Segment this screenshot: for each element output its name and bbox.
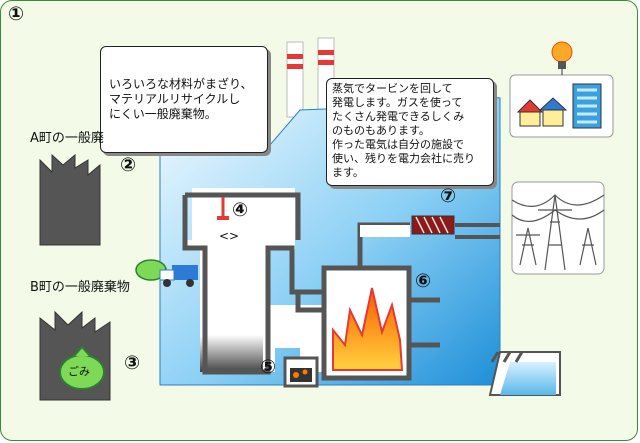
callout-line: マテリアルリサイクルし [109, 92, 241, 106]
callout-line: 作った電気は自分の施設で [332, 138, 464, 151]
garbage-truck-icon [135, 259, 198, 287]
callout-line: いろいろな材料がまざり、 [109, 77, 253, 91]
marker-2: ② [120, 154, 137, 176]
marker-7: ⑦ [440, 185, 457, 207]
turbine-icon [411, 215, 455, 235]
callout-line: たくさん発電できるしくみ [332, 110, 465, 123]
chimneys [286, 37, 335, 118]
callout-line: のものもあります。 [332, 124, 430, 137]
factory-icon [39, 153, 101, 246]
marker-3: ③ [124, 352, 141, 374]
step-marker: ① [8, 3, 25, 25]
svg-text:<>: <> [219, 229, 239, 243]
marker-5: ⑤ [260, 356, 277, 378]
pool-icon [488, 351, 561, 396]
callout-line: ます。 [332, 166, 364, 179]
power-tower-icon [511, 194, 605, 271]
fire-icon [332, 287, 404, 371]
callout-line: 蒸気でタービンを回して [332, 82, 453, 95]
callout-line: 使い、残りを電力会社に売り [332, 152, 475, 165]
callout-line: 発電します。ガスを使って [332, 96, 463, 109]
town-a-label: A町の一般廃 [30, 131, 104, 146]
garbage-bag-icon [59, 345, 105, 390]
callout-line: にくい一般廃棄物。 [109, 107, 217, 121]
town-panel [509, 41, 614, 138]
lightbulb-icon [551, 41, 573, 75]
marker-4: ④ [232, 199, 249, 221]
marker-6: ⑥ [415, 270, 432, 292]
crane-icon: <> [217, 197, 239, 243]
garbage-pile [200, 335, 263, 372]
town-b-label: B町の一般廃棄物 [30, 280, 130, 295]
callout-power-generation: 蒸気でタービンを回して 発電します。ガスを使って たくさん発電できるしくみ のも… [326, 78, 494, 186]
callout-waste-description: いろいろな材料がまざり、 マテリアルリサイクルし にくい一般廃棄物。 [100, 46, 268, 153]
garbage-bag-text: ごみ [68, 365, 90, 378]
power-tower-panel [511, 181, 605, 275]
